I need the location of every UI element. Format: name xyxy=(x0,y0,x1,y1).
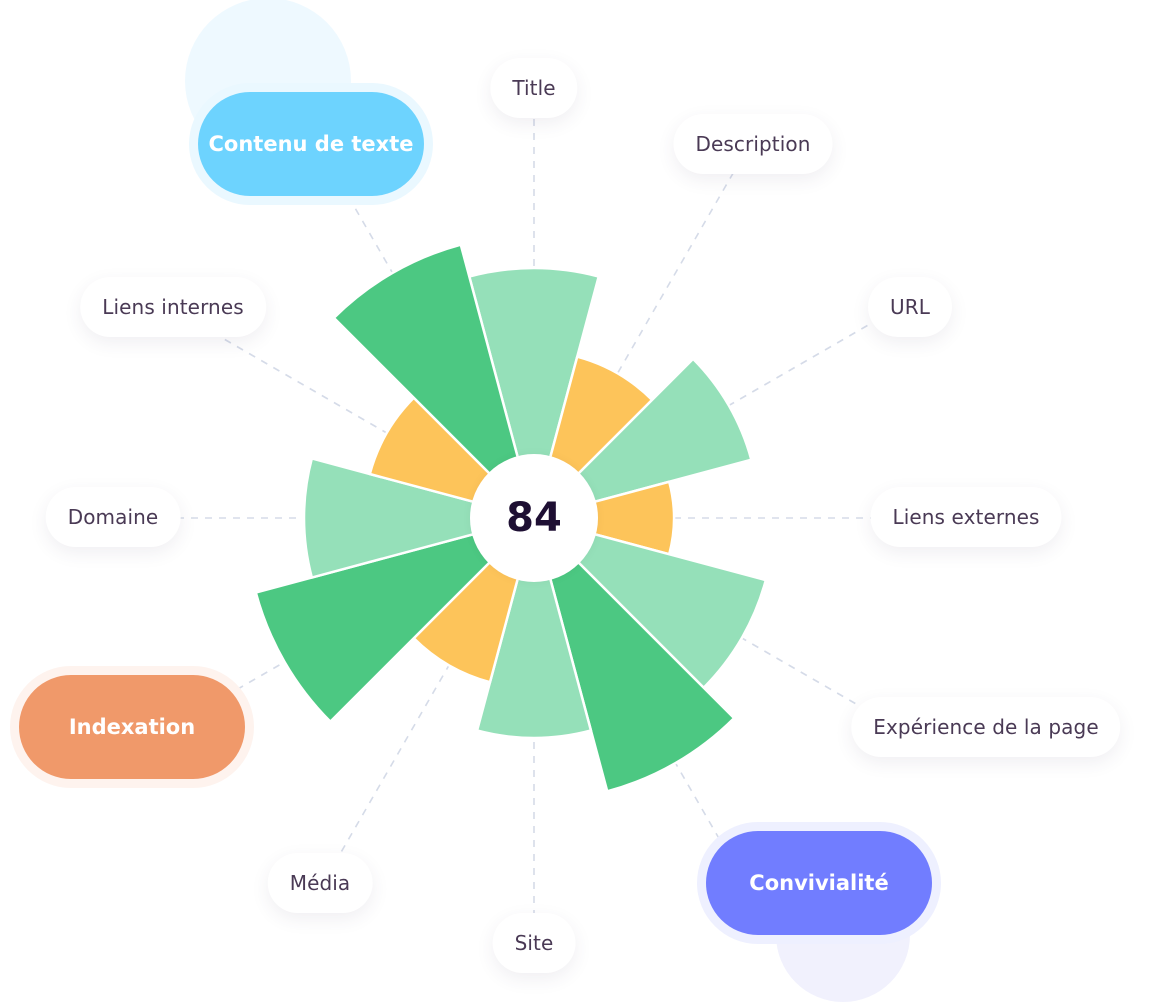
category-contenu-de-texte[interactable]: Contenu de texte xyxy=(198,92,424,196)
sector-site[interactable] xyxy=(475,516,593,740)
sector-indexation[interactable] xyxy=(254,516,536,723)
chart-sectors xyxy=(254,243,768,793)
label-description[interactable]: Description xyxy=(673,114,833,174)
label-domaine[interactable]: Domaine xyxy=(45,487,181,547)
sector-domaine[interactable] xyxy=(302,457,536,579)
category-indexation[interactable]: Indexation xyxy=(19,675,245,779)
overall-score: 84 xyxy=(470,454,598,582)
sector-url[interactable] xyxy=(532,357,753,520)
score-value: 84 xyxy=(506,495,562,541)
sector-contenu-de-texte[interactable] xyxy=(332,243,536,520)
label-liens-externes[interactable]: Liens externes xyxy=(870,487,1062,547)
label-title[interactable]: Title xyxy=(490,58,578,118)
label-site[interactable]: Site xyxy=(492,913,576,973)
label-media[interactable]: Média xyxy=(267,853,373,913)
sector-title[interactable] xyxy=(468,266,600,520)
label-experience-page[interactable]: Expérience de la page xyxy=(851,697,1121,757)
label-liens-internes[interactable]: Liens internes xyxy=(80,277,266,337)
category-convivialite[interactable]: Convivialité xyxy=(706,831,932,935)
sector-convivialite[interactable] xyxy=(532,516,736,793)
sector-experience-de-la-page[interactable] xyxy=(532,516,768,689)
label-url[interactable]: URL xyxy=(868,277,952,337)
